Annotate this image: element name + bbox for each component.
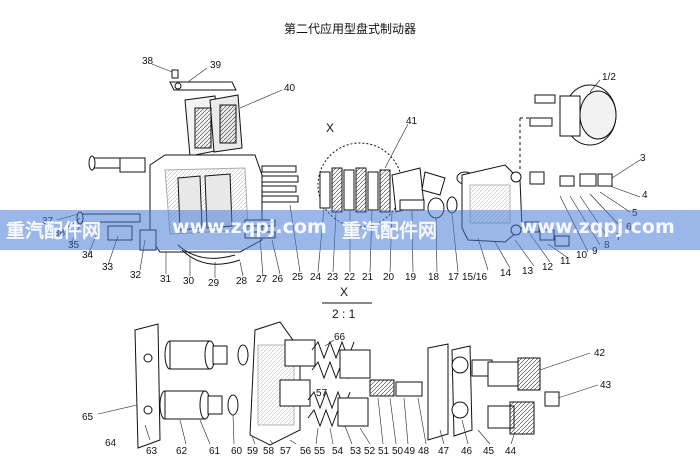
lower-assembly [134, 321, 560, 449]
detail-marker: X [340, 285, 348, 299]
callout-10: 10 [576, 250, 588, 261]
callout-54-lower: 54 [332, 446, 344, 457]
watermark-text-left: 重汽配件网 [6, 220, 102, 242]
callout-63: 63 [146, 446, 158, 457]
callout-30: 30 [183, 276, 195, 287]
callout-18: 18 [428, 272, 440, 283]
callout-3: 3 [640, 153, 646, 164]
callout-12: 12 [542, 262, 554, 273]
callout-58: 58 [263, 446, 275, 457]
lower-callouts: 42 43 44 45 46 47 48 49 50 51 52 53 54 5… [82, 332, 612, 457]
watermark-url-center: www.zqpj.com [172, 216, 327, 238]
callout-9: 9 [592, 246, 598, 257]
detail-header: X X 2 : 1 [322, 121, 372, 321]
watermark-band [0, 210, 700, 250]
callout-4: 4 [642, 190, 648, 201]
callout-22: 22 [344, 272, 356, 283]
callout-65: 65 [82, 412, 94, 423]
callout-51: 51 [378, 446, 390, 457]
callout-66: 66 [334, 332, 346, 343]
callout-46: 46 [461, 446, 473, 457]
callout-42: 42 [594, 348, 606, 359]
threaded-tubes [369, 379, 423, 397]
callout-20: 20 [383, 272, 395, 283]
callout-45: 45 [483, 446, 495, 457]
callout-19: 19 [405, 272, 417, 283]
callout-32: 32 [130, 270, 142, 281]
callout-27: 27 [256, 274, 268, 285]
detail-scale: 2 : 1 [332, 307, 356, 321]
callout-61: 61 [209, 446, 221, 457]
gear-plates [427, 343, 493, 441]
callout-44: 44 [505, 446, 517, 457]
diagram-title: 第二代应用型盘式制动器 [283, 22, 416, 36]
callout-55: 55 [314, 446, 326, 457]
piston-cylinders [159, 340, 228, 420]
callout-56: 56 [300, 446, 312, 457]
callout-33: 33 [102, 262, 114, 273]
callout-28: 28 [236, 276, 248, 287]
adjuster-gears [487, 357, 560, 435]
callout-24: 24 [310, 272, 322, 283]
callout-52: 52 [364, 446, 376, 457]
callout-41: 41 [406, 116, 418, 127]
callout-53: 53 [350, 446, 362, 457]
callout-23: 23 [327, 272, 339, 283]
callout-62: 62 [176, 446, 188, 457]
watermark-url-right: www.zqpj.com [520, 216, 675, 238]
callout-43: 43 [600, 380, 612, 391]
callout-60: 60 [231, 446, 243, 457]
callout-1-2: 1/2 [602, 72, 616, 83]
callout-13: 13 [522, 266, 534, 277]
callout-49: 49 [404, 446, 416, 457]
callout-57-upper: 57 [316, 388, 328, 399]
callout-48: 48 [418, 446, 430, 457]
callout-57: 57 [280, 446, 292, 457]
backing-plate [134, 323, 161, 449]
brake-chamber [519, 84, 617, 170]
detail-label-top: X [326, 121, 334, 135]
callout-39: 39 [210, 60, 222, 71]
callout-25: 25 [292, 272, 304, 283]
callout-59: 59 [247, 446, 259, 457]
callout-26: 26 [272, 274, 284, 285]
callout-64: 64 [105, 438, 117, 449]
callout-17: 17 [448, 272, 460, 283]
callout-21: 21 [362, 272, 374, 283]
callout-14: 14 [500, 268, 512, 279]
callout-50: 50 [392, 446, 404, 457]
callout-29: 29 [208, 278, 220, 289]
callout-38: 38 [142, 56, 154, 67]
callout-15-16: 15/16 [462, 272, 487, 283]
watermark-text-right: 重汽配件网 [342, 220, 438, 242]
callout-11: 11 [560, 256, 571, 267]
retaining-strap [169, 81, 237, 91]
callout-40: 40 [284, 83, 296, 94]
callout-34: 34 [82, 250, 94, 261]
callout-31: 31 [160, 274, 172, 285]
callout-47: 47 [438, 446, 450, 457]
